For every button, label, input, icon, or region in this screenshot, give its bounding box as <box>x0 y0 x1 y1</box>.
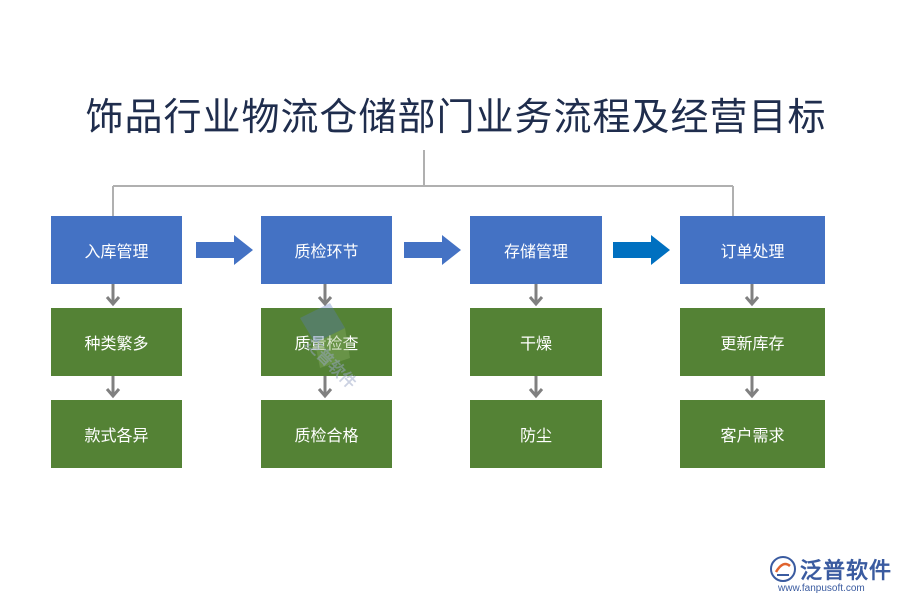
step-box: 款式各异 <box>51 400 182 468</box>
brand-name: 泛普软件 <box>800 559 893 584</box>
header-box-inbound: 入库管理 <box>51 216 182 284</box>
brand-logo: 泛普软件 <box>770 554 895 584</box>
header-box-quality: 质检环节 <box>261 216 392 284</box>
step-box: 质量检查 <box>261 308 392 376</box>
down-arrow <box>317 376 333 399</box>
step-box: 防尘 <box>470 400 602 468</box>
step-box: 更新库存 <box>680 308 825 376</box>
down-arrow <box>744 376 760 399</box>
brand-mark-icon <box>770 556 796 582</box>
right-arrow-2 <box>404 235 461 265</box>
step-box: 干燥 <box>470 308 602 376</box>
diagram-title: 饰品行业物流仓储部门业务流程及经营目标 <box>85 95 827 139</box>
down-arrow <box>528 376 544 399</box>
header-box-order: 订单处理 <box>680 216 825 284</box>
down-arrow <box>105 284 121 307</box>
step-box: 质检合格 <box>261 400 392 468</box>
down-arrow <box>317 284 333 307</box>
header-box-storage: 存储管理 <box>470 216 602 284</box>
down-arrow <box>105 376 121 399</box>
step-box: 种类繁多 <box>51 308 182 376</box>
down-arrow <box>528 284 544 307</box>
right-arrow-3 <box>613 235 670 265</box>
down-arrow <box>744 284 760 307</box>
step-box: 客户需求 <box>680 400 825 468</box>
brand-url: www.fanpusoft.com <box>778 583 865 594</box>
right-arrow-1 <box>196 235 253 265</box>
